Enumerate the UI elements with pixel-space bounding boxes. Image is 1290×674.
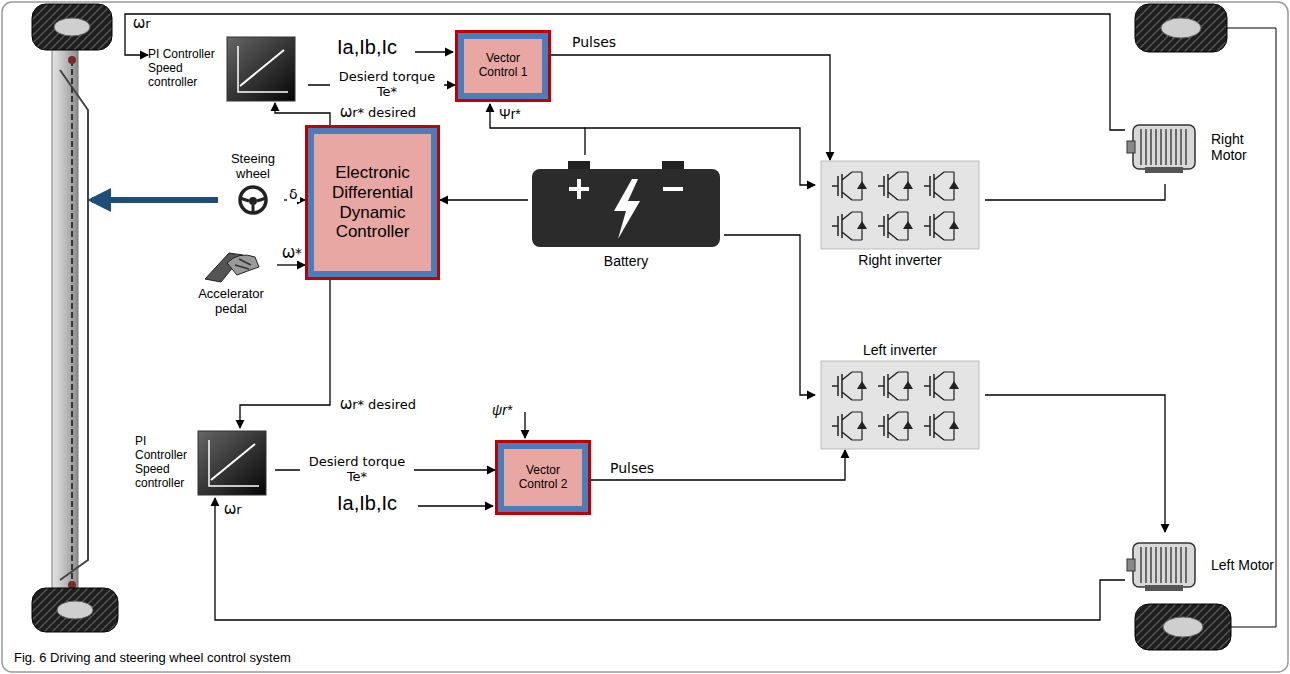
node-label: Battery bbox=[600, 251, 652, 271]
connector bbox=[591, 450, 845, 480]
connector bbox=[551, 55, 830, 160]
node-label: Steeing wheel bbox=[222, 150, 284, 184]
edge-label: Ѡr* desired bbox=[338, 106, 418, 121]
edge-label: Ѡr* desired bbox=[338, 398, 418, 413]
speed-controller: PI Controller Speed controller bbox=[135, 428, 275, 498]
steering-linkage bbox=[52, 40, 88, 595]
motor-icon bbox=[1125, 119, 1205, 175]
signal-label: Ia,Ib,Ic bbox=[335, 36, 399, 59]
connector bbox=[125, 14, 1125, 130]
signal-label: ψr* bbox=[490, 402, 514, 418]
pedal-icon bbox=[199, 245, 263, 285]
pi-block-icon bbox=[226, 36, 296, 102]
battery: Battery bbox=[528, 155, 724, 280]
connector bbox=[985, 184, 1165, 200]
edge-label: δ bbox=[287, 186, 300, 202]
inverter: Right inverter bbox=[815, 160, 985, 278]
edge-label: Ѡr bbox=[131, 17, 152, 32]
edge-label: Desierd torque Te* bbox=[300, 455, 414, 485]
flux-arrow bbox=[490, 104, 585, 128]
node-label: Right Motor bbox=[1205, 131, 1283, 163]
node-label: PI Controller Speed controller bbox=[148, 48, 226, 89]
connector bbox=[240, 280, 330, 428]
connector bbox=[275, 103, 330, 125]
battery-icon bbox=[528, 155, 724, 251]
differential-controller: Electronic Differential Dynamic Controll… bbox=[305, 125, 440, 280]
accelerator-pedal: Accelerator pedal bbox=[185, 245, 277, 325]
current-arrow bbox=[415, 51, 453, 52]
flux-arrow bbox=[524, 412, 525, 438]
box-label: Electronic Differential Dynamic Controll… bbox=[318, 161, 427, 243]
chassis-line bbox=[1227, 28, 1276, 627]
connector bbox=[724, 235, 815, 395]
vector-control-box: Vector Control 2 bbox=[495, 440, 591, 515]
node-label: Left Motor bbox=[1205, 557, 1278, 573]
wheels bbox=[32, 4, 1231, 650]
pi-block-icon bbox=[197, 430, 267, 496]
edge-label: Ѡr bbox=[222, 503, 243, 518]
inverter-icon bbox=[820, 360, 980, 450]
steering-arrow bbox=[92, 197, 218, 203]
connector bbox=[277, 264, 305, 265]
box-label: Vector Control 2 bbox=[508, 462, 578, 494]
motor: Left Motor bbox=[1125, 532, 1283, 598]
motor-icon bbox=[1125, 537, 1205, 593]
node-label: Right inverter bbox=[854, 250, 945, 270]
edge-label: Ѡ* bbox=[280, 245, 304, 261]
connector bbox=[440, 199, 528, 200]
node-label: Left inverter bbox=[859, 340, 941, 360]
steering-wheel-icon bbox=[234, 184, 272, 216]
steering-wheel: Steeing wheel bbox=[222, 150, 284, 220]
inverter-icon bbox=[820, 160, 980, 250]
current-arrow bbox=[418, 505, 493, 506]
signal-label: Ia,Ib,Ic bbox=[335, 492, 399, 515]
node-label: PI Controller Speed controller bbox=[135, 435, 197, 490]
vector-control-box: Vector Control 1 bbox=[455, 30, 551, 102]
edge-label: Pulses bbox=[570, 34, 618, 50]
edge-label: Pulses bbox=[608, 460, 656, 476]
edge-label: Desierd torque Te* bbox=[330, 70, 444, 100]
connector bbox=[985, 395, 1165, 532]
box-label: Vector Control 1 bbox=[468, 50, 538, 82]
speed-controller: PI Controller Speed controller bbox=[148, 35, 308, 103]
signal-label: Ψr* bbox=[497, 106, 523, 122]
motor: Right Motor bbox=[1125, 110, 1283, 184]
node-label: Accelerator pedal bbox=[185, 285, 277, 319]
figure-caption: Fig. 6 Driving and steering wheel contro… bbox=[12, 651, 293, 666]
connector bbox=[215, 498, 1125, 620]
inverter: Left inverter bbox=[815, 332, 985, 450]
